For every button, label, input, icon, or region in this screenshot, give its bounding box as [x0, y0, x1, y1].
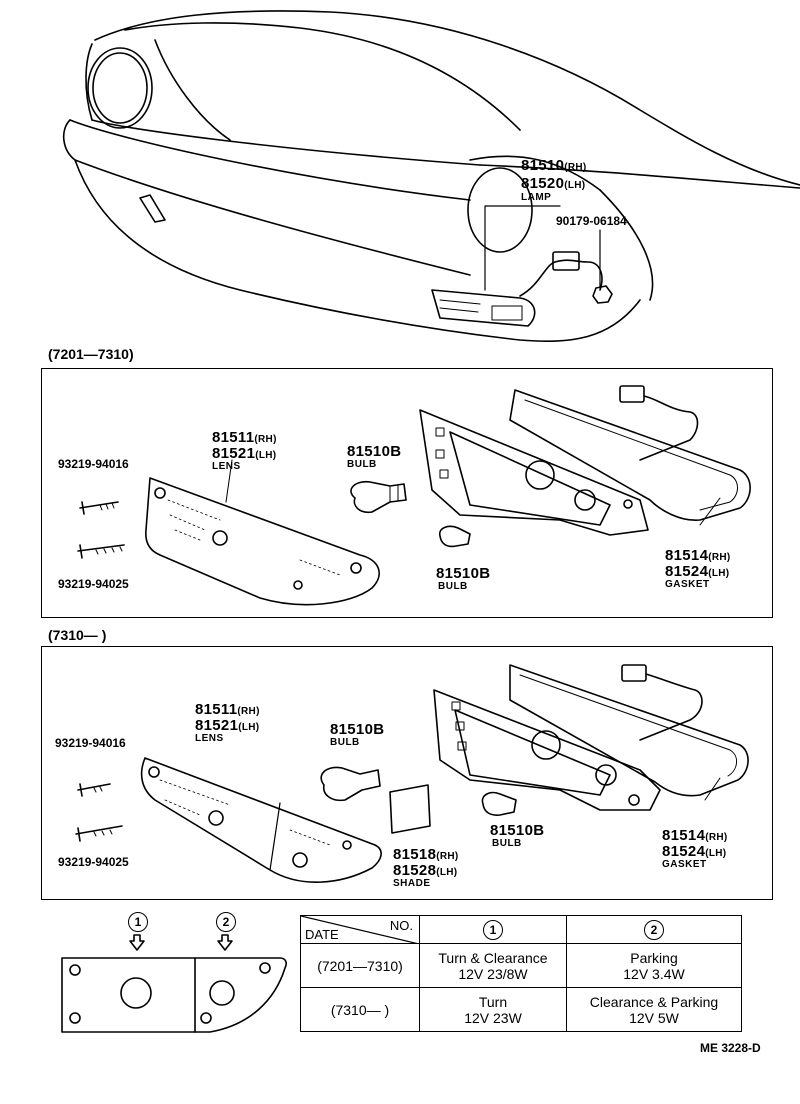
panel2-frame [41, 646, 773, 900]
panel1-lens-caption: LENS [212, 461, 241, 472]
panel2-screw-bottom-label: 93219-94025 [58, 855, 129, 869]
panel2-bulb-a-label: 81510B [330, 721, 385, 738]
table-row1-date: (7201—7310) [300, 943, 420, 988]
lamp-caption: LAMP [521, 192, 552, 203]
table-row2-col1: Turn 12V 23W [419, 987, 567, 1032]
panel2-shade-rh-label: 81518(RH) [393, 846, 459, 863]
panel2-gasket-lh-label: 81524(LH) [662, 843, 727, 860]
panel2-lens-lh-label: 81521(LH) [195, 717, 260, 734]
panel1-exploded-parts [77, 385, 751, 606]
table-row: (7201—7310) Turn & Clearance 12V 23/8W P… [300, 943, 742, 988]
lamp-lh-label: 81520(LH) [521, 175, 586, 192]
panel2-exploded-parts [75, 664, 749, 883]
car-front-illustration [62, 10, 800, 343]
table-row2-date: (7310— ) [300, 987, 420, 1032]
table-row2-col2-line1: Clearance & Parking [589, 993, 719, 1010]
table-row1-col1-line1: Turn & Clearance [438, 949, 548, 966]
table-row1-col2-line2: 12V 3.4W [623, 965, 685, 982]
panel2-shade-lh-label: 81528(LH) [393, 862, 458, 879]
panel2-bulb-a-caption: BULB [330, 737, 360, 748]
panel2-lens-caption: LENS [195, 733, 224, 744]
table-row2-col2-line2: 12V 5W [629, 1009, 679, 1026]
panel2-gasket-caption: GASKET [662, 859, 707, 870]
bulb-spec-table: NO. DATE 1 2 (7201—7310) Turn & Clearanc… [300, 915, 742, 1032]
table-row2-col1-line1: Turn [478, 993, 508, 1010]
table-row2-col1-line2: 12V 23W [464, 1009, 522, 1026]
panel1-gasket-lh-label: 81524(LH) [665, 563, 730, 580]
table-diagonal-line [301, 916, 419, 944]
table-header-date: DATE [305, 927, 339, 942]
diagram-code: ME 3228-D [700, 1041, 761, 1055]
panel1-bulb-b-caption: BULB [438, 581, 468, 592]
table-row2-col2: Clearance & Parking 12V 5W [566, 987, 742, 1032]
nut-part-label: 90179-06184 [556, 214, 627, 228]
table-col2-header: 2 [566, 915, 742, 944]
panel1-lens-lh-label: 81521(LH) [212, 445, 277, 462]
panel2-gasket-rh-label: 81514(RH) [662, 827, 728, 844]
table-row1-col2-line1: Parking [630, 949, 678, 966]
panel1-lens-rh-label: 81511(RH) [212, 429, 277, 446]
panel1-screw-top-label: 93219-94016 [58, 457, 129, 471]
legend-marker-2: 2 [216, 912, 236, 932]
panel1-gasket-rh-label: 81514(RH) [665, 547, 731, 564]
panel1-date-range: (7201—7310) [48, 346, 134, 362]
table-corner-cell: NO. DATE [300, 915, 420, 944]
table-row1-col1-line2: 12V 23/8W [458, 965, 528, 982]
lamp-rh-label: 81510(RH) [521, 157, 587, 174]
panel2-bulb-b-caption: BULB [492, 838, 522, 849]
legend-marker-1: 1 [128, 912, 148, 932]
table-row1-col1: Turn & Clearance 12V 23/8W [419, 943, 567, 988]
panel1-gasket-caption: GASKET [665, 579, 710, 590]
panel1-frame [41, 368, 773, 618]
panel2-bulb-b-label: 81510B [490, 822, 545, 839]
panel2-screw-top-label: 93219-94016 [55, 736, 126, 750]
panel1-bulb-a-caption: BULB [347, 459, 377, 470]
panel2-lens-rh-label: 81511(RH) [195, 701, 260, 718]
panel1-bulb-a-label: 81510B [347, 443, 402, 460]
panel1-screw-bottom-label: 93219-94025 [58, 577, 129, 591]
table-col1-header: 1 [419, 915, 567, 944]
panel2-date-range: (7310— ) [48, 627, 107, 643]
panel2-shade-caption: SHADE [393, 878, 431, 889]
legend-lens-illustration [61, 934, 287, 1033]
table-row1-col2: Parking 12V 3.4W [566, 943, 742, 988]
panel1-bulb-b-label: 81510B [436, 565, 491, 582]
table-row: (7310— ) Turn 12V 23W Clearance & Parkin… [300, 987, 742, 1032]
table-header-no: NO. [389, 918, 413, 933]
